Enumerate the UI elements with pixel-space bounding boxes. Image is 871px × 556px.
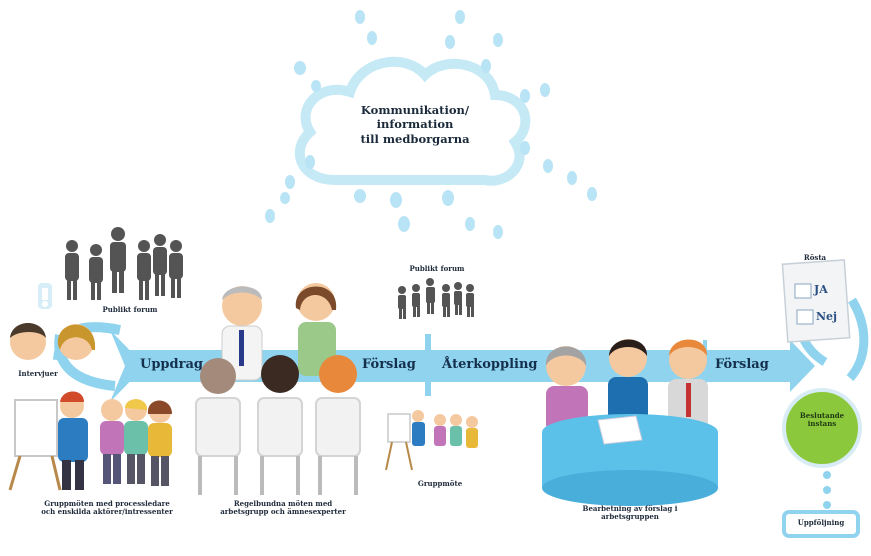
arrow-label-aterkoppling: Återkoppling <box>442 357 538 372</box>
label-regelbundna-line-2: arbetsgrupp och ämnesexperter <box>220 507 346 517</box>
label-regelbundna: Regelbundna möten med arbetsgrupp och äm… <box>208 499 358 517</box>
label-intervjuer: Intervjuer <box>18 369 58 378</box>
label-beslutande-line-1: Beslutande <box>799 411 845 420</box>
working-group-table <box>542 339 718 506</box>
regular-meetings-group <box>195 283 361 495</box>
arrow-label-uppdrag: Uppdrag <box>140 357 203 372</box>
label-bearbetning-line-1: Bearbetning av förslag i <box>582 504 678 513</box>
label-publikt-forum-mid: Publikt forum <box>409 264 465 273</box>
label-beslutande-line-2: instans <box>807 419 837 429</box>
label-gruppmote: Gruppmöte <box>417 479 463 488</box>
ballot-ja: JA <box>814 283 828 296</box>
group-meeting-left <box>8 391 172 491</box>
cloud-line-2: information <box>376 117 454 132</box>
label-gruppmoten-line-1: Gruppmöten med processledare <box>44 499 170 508</box>
public-forum-crowd-mid <box>398 278 474 319</box>
label-uppfoljning: Uppföljning <box>797 518 845 527</box>
public-forum-crowd-left <box>65 227 183 300</box>
cloud-line-3: till medborgarna <box>360 131 470 146</box>
arrow-label-forslag-2: Förslag <box>715 357 769 372</box>
label-bearbetning-line-2: arbetsgruppen <box>601 512 659 522</box>
communication-cloud <box>294 56 531 186</box>
label-regelbundna-line-1: Regelbundna möten med <box>233 499 333 508</box>
small-group-meeting <box>385 410 478 471</box>
arrow-label-forslag-1: Förslag <box>362 357 416 372</box>
cloud-dots <box>265 10 597 239</box>
decision-body <box>782 388 862 538</box>
label-publikt-forum-left: Publikt forum <box>102 305 158 314</box>
cloud-line-1: Kommunikation/ <box>360 103 470 117</box>
ballot-icon <box>781 259 851 343</box>
cloud-text: Kommunikation/ information till medborga… <box>340 103 490 146</box>
interview-people <box>10 283 96 360</box>
label-gruppmoten-line-2: och enskilda aktörer/intressenter <box>41 507 173 517</box>
label-beslutande: Beslutande instans <box>788 411 856 429</box>
ballot-nej: Nej <box>816 310 838 323</box>
label-bearbetning: Bearbetning av förslag i arbetsgruppen <box>570 504 690 522</box>
label-rosta: Rösta <box>803 253 827 262</box>
label-gruppmoten: Gruppmöten med processledare och enskild… <box>22 499 192 517</box>
